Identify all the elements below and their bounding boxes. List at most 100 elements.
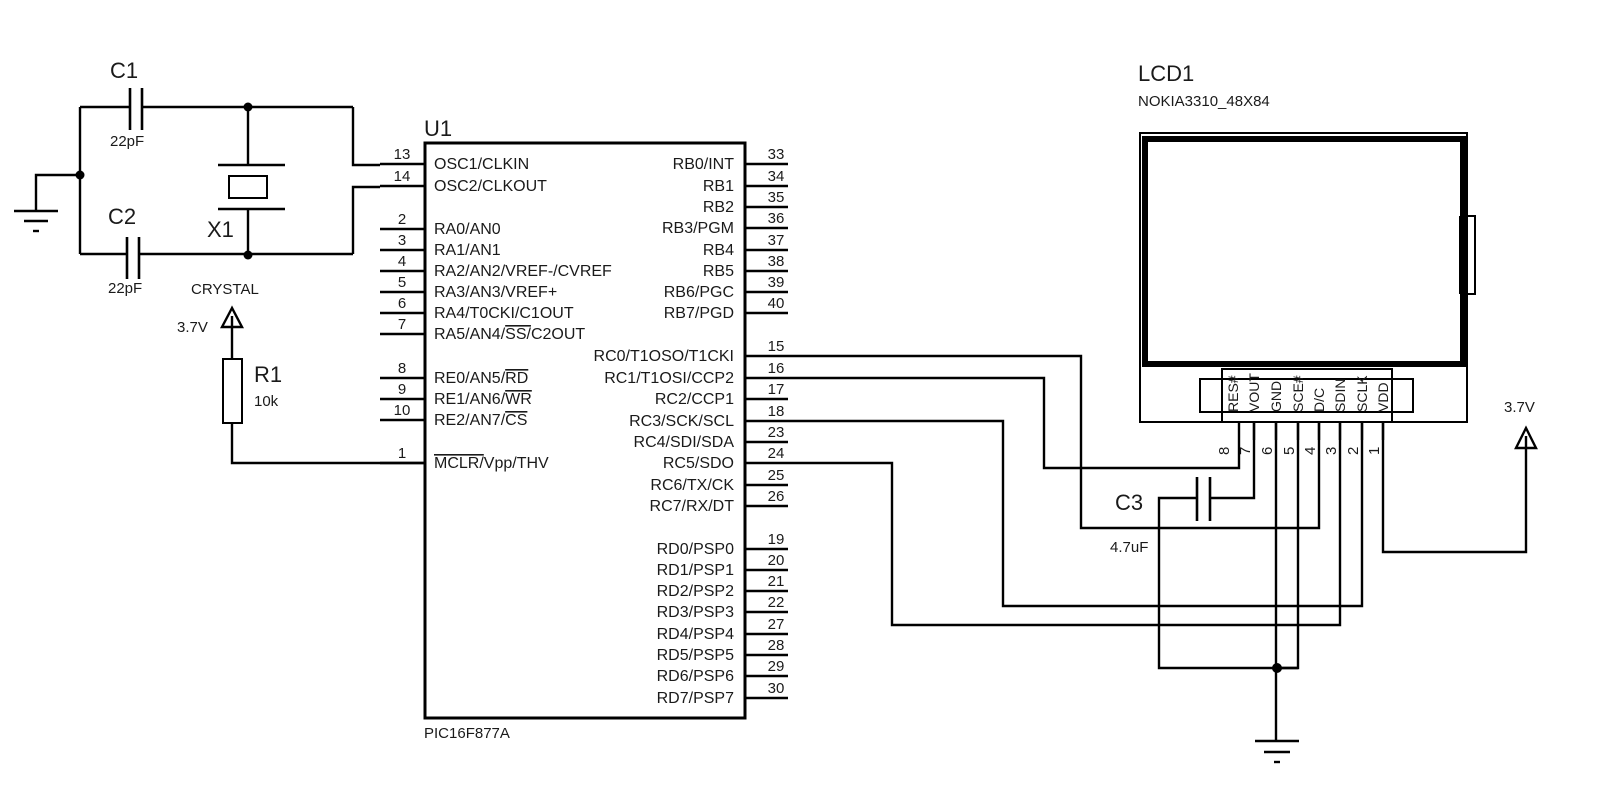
- pin-name: RE2/AN7/CS: [434, 412, 527, 429]
- pin-number: 39: [768, 274, 785, 291]
- pin-name: RA2/AN2/VREF-/CVREF: [434, 263, 612, 280]
- crystal-x1[interactable]: [218, 107, 285, 254]
- u1-right-pins: 33RB0/INT34RB135RB236RB3/PGM37RB438RB539…: [594, 146, 788, 707]
- net-rc5-sdin: [788, 422, 1342, 627]
- net-rc3-sclk: [788, 419, 1364, 608]
- pin-name: RB5: [703, 263, 734, 280]
- pin-name: RD6/PSP6: [657, 668, 734, 685]
- pin-name: RA0/AN0: [434, 221, 501, 238]
- pin-name: RE1/AN6/WR: [434, 391, 532, 408]
- net-rc1-res: [788, 376, 1241, 470]
- lcd-pin-8[interactable]: RES#8: [1216, 375, 1241, 455]
- pin-number: 29: [768, 658, 785, 675]
- pin-number: 28: [768, 637, 785, 654]
- pin-number: 15: [768, 338, 785, 355]
- pin-number: 25: [768, 467, 785, 484]
- oscillator-circuit: C1 22pF C2 22pF X1 CRYSTAL: [14, 58, 380, 298]
- pin-name: RB2: [703, 199, 734, 216]
- pin-number: 20: [768, 552, 785, 569]
- pin-number: 26: [768, 488, 785, 505]
- pin-name: RE0/AN5/RD: [434, 370, 528, 387]
- lcd-pin-number: 7: [1237, 447, 1254, 455]
- pin-name: RD1/PSP1: [657, 562, 734, 579]
- lcd-pin-number: 3: [1323, 447, 1340, 455]
- pin-number: 22: [768, 594, 785, 611]
- net-rc0-dc: [788, 354, 1321, 530]
- lcd1-ref-label: LCD1: [1138, 61, 1194, 86]
- pin-number: 19: [768, 531, 785, 548]
- pin-number: 9: [398, 381, 406, 398]
- pin-number: 8: [398, 360, 406, 377]
- pin-name: RD3/PSP3: [657, 604, 734, 621]
- pin-number: 13: [394, 146, 411, 163]
- capacitor-c2[interactable]: [80, 237, 353, 279]
- pin-number: 38: [768, 253, 785, 270]
- c1-value-label: 22pF: [110, 133, 144, 150]
- lcd-module[interactable]: [1139, 132, 1476, 423]
- lcd-pin-number: 5: [1281, 447, 1298, 455]
- capacitor-c3[interactable]: [1157, 422, 1298, 670]
- u1-ref-label: U1: [424, 116, 452, 141]
- c1-ref-label: C1: [110, 58, 138, 83]
- capacitor-c1[interactable]: [80, 88, 353, 130]
- pin-name: RB3/PGM: [662, 220, 734, 237]
- pin-number: 10: [394, 402, 411, 419]
- pin-number: 21: [768, 573, 785, 590]
- lcd-pin-number: 1: [1366, 447, 1383, 455]
- lcd-pin-5[interactable]: SCE# 5: [1281, 375, 1306, 455]
- resistor-r1[interactable]: [222, 358, 243, 424]
- junction-dot: [243, 250, 253, 260]
- lcd-pin-name: VOUT: [1246, 373, 1262, 412]
- pin-name: RC1/T1OSI/CCP2: [604, 370, 734, 387]
- left-supply-label: 3.7V: [177, 319, 208, 336]
- pin-name: RB7/PGD: [664, 305, 734, 322]
- microcontroller-u1[interactable]: [423, 141, 747, 720]
- pin-name: RB0/INT: [673, 156, 735, 173]
- lcd-pin-name: VDD: [1375, 382, 1391, 412]
- junction-dot: [1272, 663, 1282, 673]
- lcd-pin-name: SCE#: [1290, 375, 1306, 412]
- pin-name: RC2/CCP1: [655, 391, 734, 408]
- pin-number: 16: [768, 360, 785, 377]
- lcd-pin-number: 6: [1259, 447, 1276, 455]
